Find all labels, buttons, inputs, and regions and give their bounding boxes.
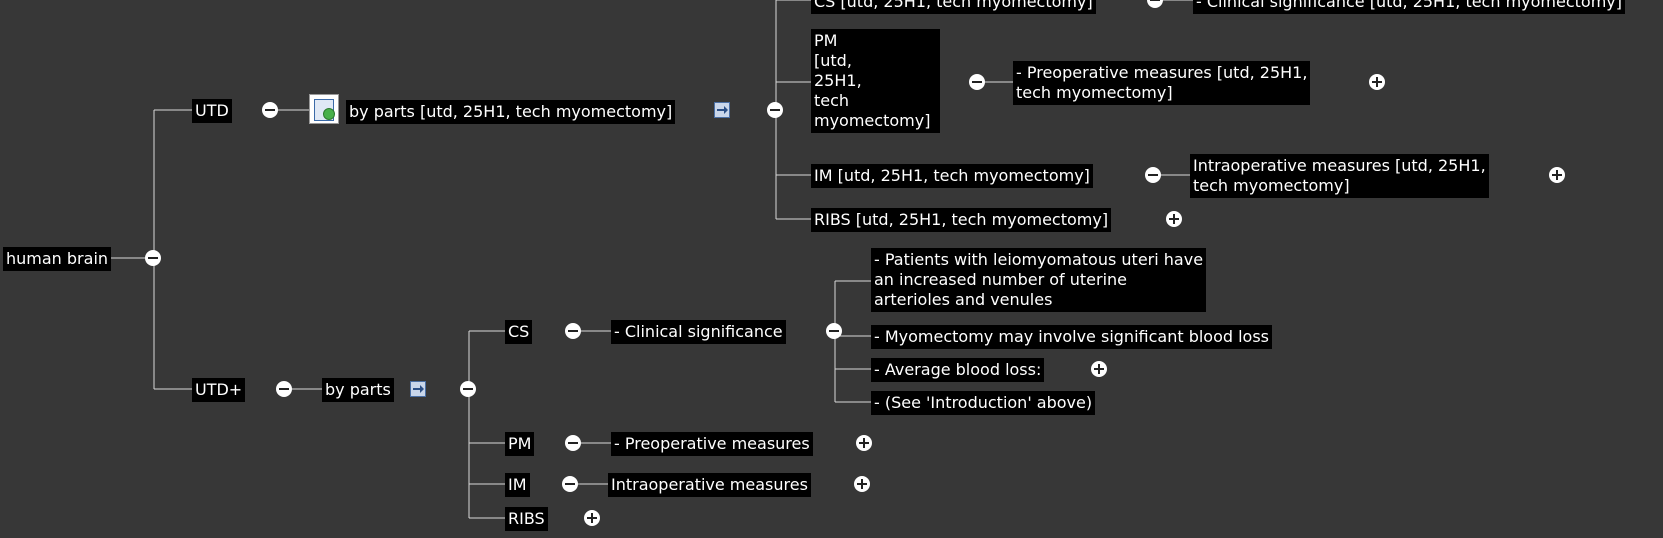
utd-parts-node[interactable]: by parts [utd, 25H1, tech myomectomy] — [346, 100, 676, 124]
utd-plus-cs-node[interactable]: CS — [505, 320, 533, 344]
collapse-utd-pm-button[interactable] — [969, 74, 985, 90]
link-arrow-icon[interactable] — [714, 102, 730, 118]
utd-plus-pm-node[interactable]: PM — [505, 432, 535, 456]
utd-node[interactable]: UTD — [192, 99, 232, 123]
utd-cs-node[interactable]: CS [utd, 25H1, tech myomectomy] — [811, 0, 1096, 14]
utd-pm-child-node[interactable]: - Preoperative measures [utd, 25H1, tech… — [1013, 61, 1311, 105]
collapse-root-button[interactable] — [145, 250, 161, 266]
collapse-utd-plus-cs-button[interactable] — [565, 323, 581, 339]
utd-plus-cs-child-node[interactable]: - Clinical significance — [611, 320, 786, 344]
expand-utd-pm-child-button[interactable] — [1369, 74, 1385, 90]
collapse-utd-cs-button[interactable] — [1147, 0, 1163, 8]
collapse-utd-parts-button[interactable] — [767, 102, 783, 118]
utd-cs-child-node[interactable]: - Clinical significance [utd, 25H1, tech… — [1193, 0, 1626, 14]
cs-detail-node[interactable]: - Myomectomy may involve significant blo… — [871, 325, 1273, 349]
utd-plus-im-child-node[interactable]: Intraoperative measures — [608, 473, 811, 497]
utd-im-node[interactable]: IM [utd, 25H1, tech myomectomy] — [811, 164, 1093, 188]
root-node[interactable]: human brain — [3, 247, 112, 271]
link-arrow-icon[interactable] — [410, 381, 426, 397]
expand-utd-plus-ribs-button[interactable] — [584, 510, 600, 526]
utd-plus-pm-child-node[interactable]: - Preoperative measures — [611, 432, 813, 456]
cs-detail-node[interactable]: - Average blood loss: — [871, 358, 1045, 382]
collapse-utd-plus-im-button[interactable] — [562, 476, 578, 492]
collapse-utd-plus-cs-child-button[interactable] — [826, 323, 842, 339]
utd-ribs-node[interactable]: RIBS [utd, 25H1, tech myomectomy] — [811, 208, 1112, 232]
utd-pm-node[interactable]: PM [utd, 25H1, tech myomectomy] — [811, 29, 940, 133]
refresh-document-icon — [309, 94, 339, 124]
collapse-utd-im-button[interactable] — [1145, 167, 1161, 183]
cs-detail-node[interactable]: - Patients with leiomyomatous uteri have… — [871, 248, 1207, 312]
expand-utd-plus-im-child-button[interactable] — [854, 476, 870, 492]
expand-average-blood-loss-button[interactable] — [1091, 361, 1107, 377]
collapse-utd-plus-pm-button[interactable] — [565, 435, 581, 451]
collapse-utd-plus-parts-button[interactable] — [460, 381, 476, 397]
expand-utd-im-child-button[interactable] — [1549, 167, 1565, 183]
utd-im-child-node[interactable]: Intraoperative measures [utd, 25H1, tech… — [1190, 154, 1489, 198]
utd-plus-parts-node[interactable]: by parts — [322, 378, 394, 402]
utd-plus-im-node[interactable]: IM — [505, 473, 530, 497]
utd-plus-ribs-node[interactable]: RIBS — [505, 507, 548, 531]
collapse-utd-plus-button[interactable] — [276, 381, 292, 397]
expand-utd-plus-pm-child-button[interactable] — [856, 435, 872, 451]
expand-utd-ribs-button[interactable] — [1166, 211, 1182, 227]
utd-plus-node[interactable]: UTD+ — [192, 378, 246, 402]
cs-detail-node[interactable]: - (See 'Introduction' above) — [871, 391, 1096, 415]
collapse-utd-button[interactable] — [262, 102, 278, 118]
